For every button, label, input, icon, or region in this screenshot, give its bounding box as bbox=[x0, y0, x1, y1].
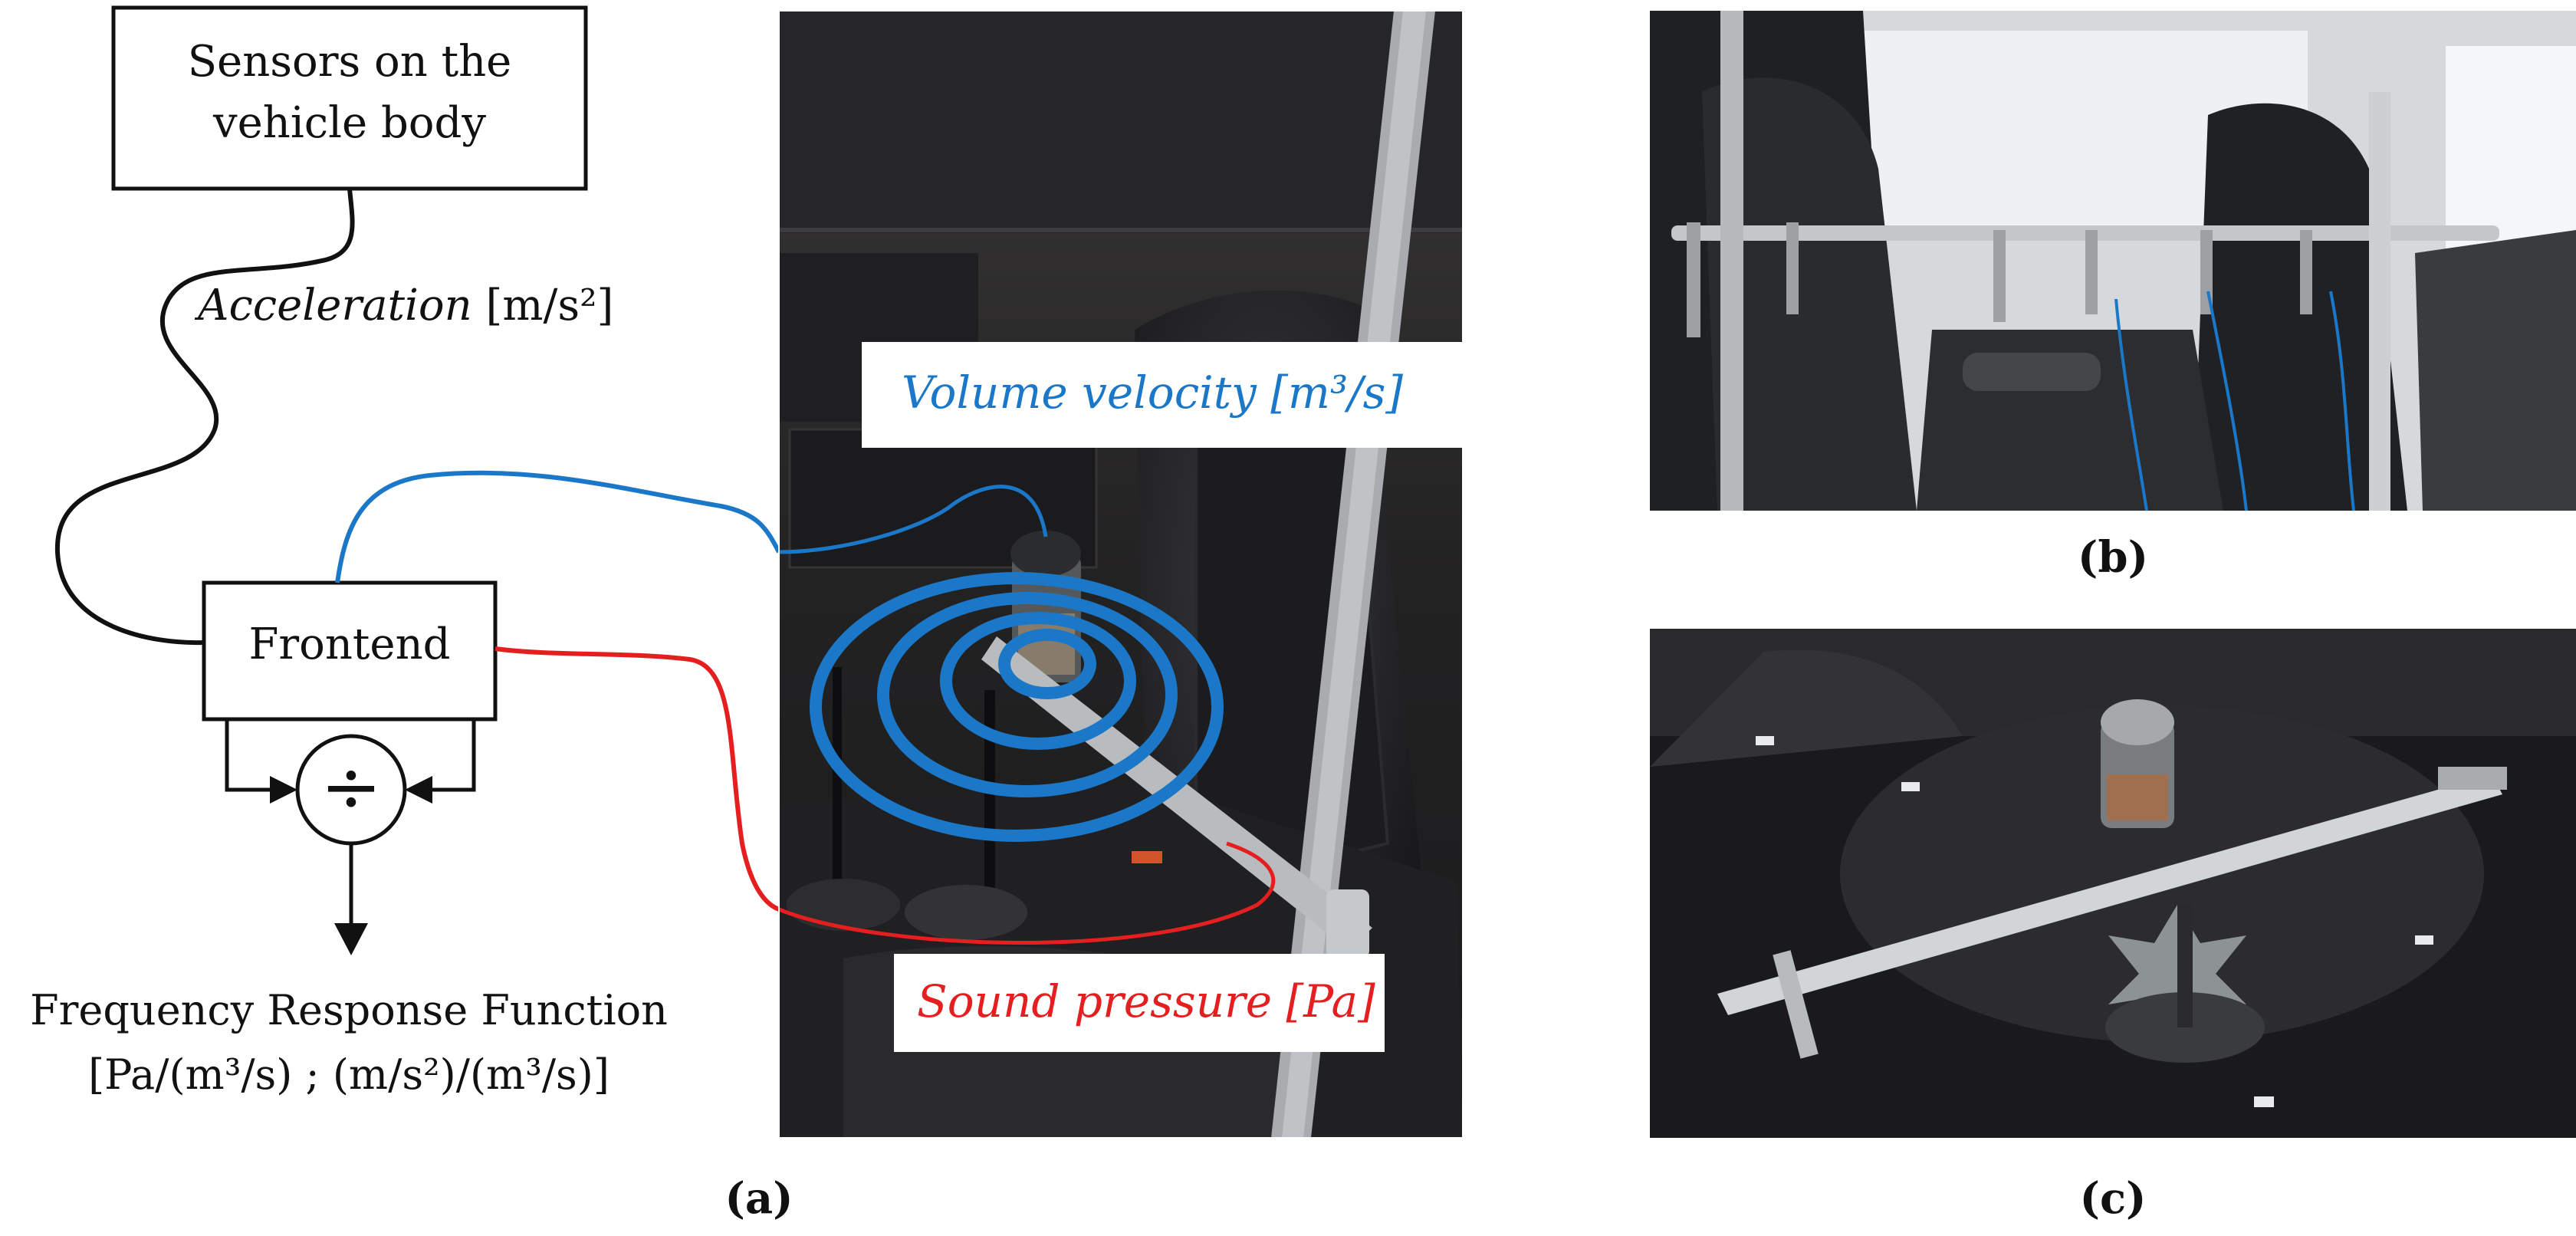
divider-right-arrowhead bbox=[405, 776, 432, 804]
divider-right-line bbox=[414, 719, 476, 792]
volume-velocity-cable bbox=[335, 470, 781, 583]
volume-velocity-word: Volume velocity bbox=[902, 367, 1257, 419]
frontend-box bbox=[202, 580, 498, 722]
sound-pressure-unit: [Pa] bbox=[1286, 975, 1375, 1027]
sensors-box bbox=[111, 5, 588, 191]
sound-pressure-label-bg bbox=[894, 954, 1385, 1052]
volume-velocity-label: Volume velocity [m³/s] bbox=[902, 367, 1403, 419]
sound-pressure-label: Sound pressure [Pa] bbox=[917, 975, 1375, 1027]
sound-pressure-word: Sound pressure bbox=[917, 975, 1273, 1027]
divider-left-line bbox=[225, 719, 288, 792]
photo-a-frame bbox=[778, 10, 1464, 1139]
acceleration-label: Acceleration [m/s²] bbox=[198, 281, 613, 330]
frf-line2: [Pa/(m³/s) ; (m/s²)/(m³/s)] bbox=[88, 1050, 610, 1099]
acceleration-unit: [m/s²] bbox=[485, 281, 614, 330]
caption-c: (c) bbox=[2079, 1173, 2147, 1224]
divider-left-arrowhead bbox=[270, 776, 297, 804]
caption-a: (a) bbox=[724, 1173, 794, 1224]
photo-b bbox=[1650, 11, 2576, 511]
volume-velocity-label-bg bbox=[862, 342, 1510, 448]
frf-line1: Frequency Response Function bbox=[30, 986, 668, 1034]
sensors-box-line2: vehicle body bbox=[212, 98, 486, 148]
divider-down-arrowhead bbox=[334, 923, 368, 955]
volume-velocity-unit: [m³/s] bbox=[1270, 367, 1404, 419]
acceleration-word: Acceleration bbox=[198, 281, 472, 330]
photo-c bbox=[1650, 629, 2576, 1138]
divider-symbol: ÷ bbox=[320, 744, 383, 830]
sensors-box-line1: Sensors on the bbox=[187, 37, 512, 87]
caption-b: (b) bbox=[2077, 532, 2149, 583]
frontend-label: Frontend bbox=[248, 620, 451, 669]
acceleration-cable bbox=[54, 188, 355, 646]
sound-pressure-cable bbox=[495, 646, 780, 912]
